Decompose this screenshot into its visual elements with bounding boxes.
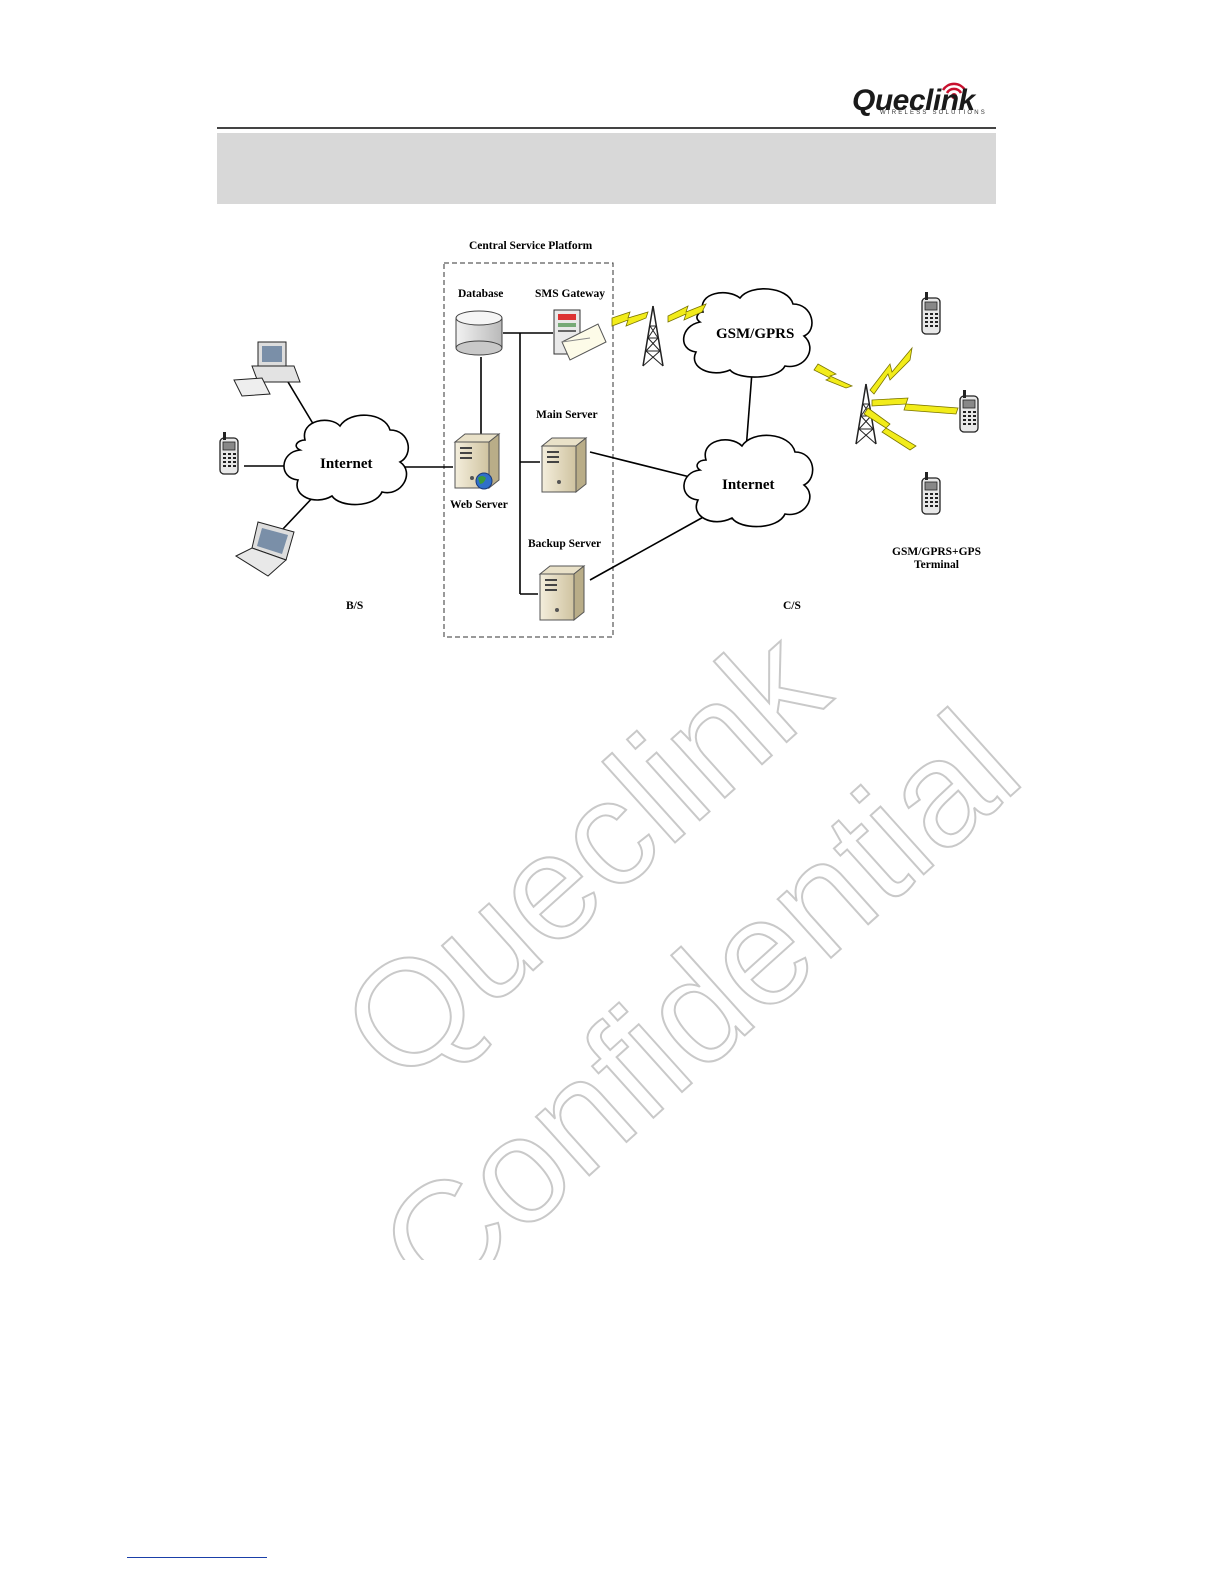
backup-server-icon bbox=[540, 566, 584, 620]
footer-link-underline[interactable] bbox=[127, 1557, 267, 1558]
internet-right-label: Internet bbox=[722, 477, 775, 494]
internet-left-label: Internet bbox=[320, 456, 373, 473]
backup-server-label: Backup Server bbox=[528, 538, 601, 550]
terminal-label-line2: Terminal bbox=[914, 559, 959, 571]
watermark-line2: Confidential bbox=[348, 680, 1049, 1260]
sms-gateway-label: SMS Gateway bbox=[535, 288, 605, 300]
main-server-icon bbox=[542, 438, 586, 492]
terminal-label-line1: GSM/GPRS+GPS bbox=[892, 546, 981, 558]
mobile-phone-icon bbox=[220, 432, 238, 474]
network-diagram bbox=[0, 0, 1224, 700]
zone-left-label: B/S bbox=[346, 600, 363, 612]
terminal-phone-icon bbox=[922, 292, 940, 334]
terminal-phone-icon bbox=[960, 390, 978, 432]
laptop-icon bbox=[236, 522, 294, 576]
main-server-label: Main Server bbox=[536, 409, 598, 421]
zone-right-label: C/S bbox=[783, 600, 801, 612]
desktop-computer-icon bbox=[234, 342, 300, 396]
database-label: Database bbox=[458, 288, 503, 300]
gsm-gprs-label: GSM/GPRS bbox=[716, 326, 794, 343]
platform-title: Central Service Platform bbox=[469, 240, 592, 252]
database-icon bbox=[456, 311, 502, 355]
terminal-phone-icon bbox=[922, 472, 940, 514]
web-server-label: Web Server bbox=[450, 499, 508, 511]
sms-gateway-icon bbox=[554, 310, 606, 360]
